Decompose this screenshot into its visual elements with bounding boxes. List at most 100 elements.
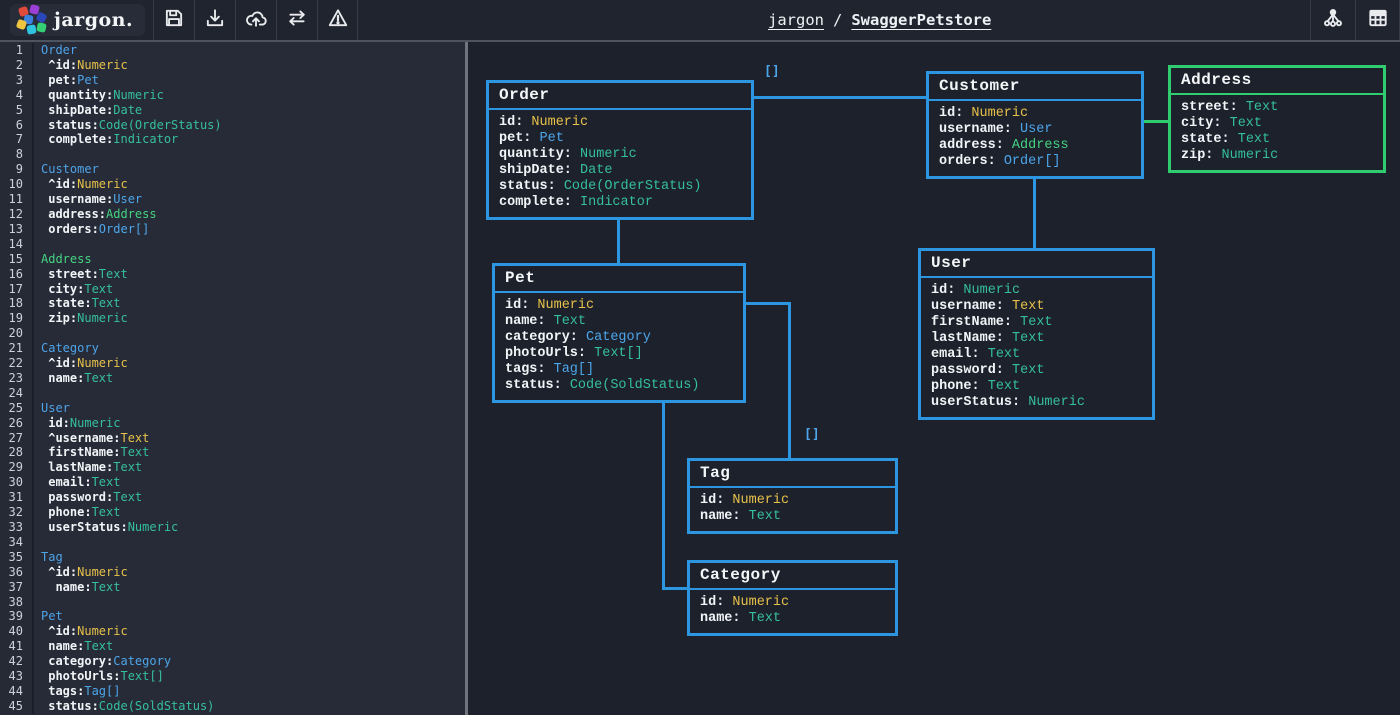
line-text: tags:Tag[] (41, 683, 121, 698)
code-line[interactable]: 27 ^username:Text (0, 430, 465, 446)
entity-header: User (921, 251, 1152, 278)
line-number: 27 (0, 430, 34, 446)
line-number: 35 (0, 549, 34, 565)
import-button[interactable] (194, 0, 235, 40)
code-line[interactable]: 37 name:Text (0, 579, 465, 595)
code-line[interactable]: 19 zip:Numeric (0, 311, 465, 327)
code-line[interactable]: 38 (0, 594, 465, 610)
code-line[interactable]: 22 ^id:Numeric (0, 356, 465, 371)
entity-field: tags: Tag[] (505, 362, 595, 377)
entity-field: state: Text (1181, 132, 1271, 147)
code-line[interactable]: 30 email:Text (0, 475, 465, 491)
entity-title: Order (499, 86, 550, 104)
line-number: 39 (0, 609, 34, 625)
code-line[interactable]: 31 password:Text (0, 490, 465, 506)
table-grid-button[interactable] (1355, 0, 1400, 40)
line-number: 25 (0, 400, 34, 416)
warnings-button[interactable] (317, 0, 359, 40)
code-line[interactable]: 29 lastName:Text (0, 460, 465, 476)
entity-field: category: Category (505, 330, 651, 345)
floppy-save-icon (163, 7, 185, 33)
code-line[interactable]: 5 shipDate:Date (0, 102, 465, 118)
entity-field: phone: Text (931, 379, 1021, 394)
home-button[interactable]: jargon. (10, 4, 146, 36)
code-line[interactable]: 13 orders:Order[] (0, 221, 465, 237)
code-line[interactable]: 26 id:Numeric (0, 415, 465, 431)
entity-title: Address (1181, 71, 1252, 89)
line-text: id:Numeric (41, 415, 121, 430)
entity-field: password: Text (931, 363, 1045, 378)
code-line[interactable]: 34 (0, 534, 465, 550)
save-button[interactable] (153, 0, 194, 40)
line-text (34, 535, 41, 550)
line-text: category:Category (41, 654, 172, 669)
code-line[interactable]: 43 photoUrls:Text[] (0, 669, 465, 684)
code-line[interactable]: 2 ^id:Numeric (0, 57, 465, 73)
breadcrumb-org-link[interactable]: jargon (768, 11, 824, 29)
entity-title: Category (700, 566, 781, 584)
line-number: 41 (0, 639, 34, 655)
code-line[interactable]: 20 (0, 326, 465, 342)
code-line[interactable]: 10 ^id:Numeric (0, 177, 465, 193)
code-line[interactable]: 17 city:Text (0, 281, 465, 297)
code-line[interactable]: 45 status:Code(SoldStatus) (0, 698, 465, 714)
breadcrumb-project-link[interactable]: SwaggerPetstore (851, 11, 992, 29)
code-line[interactable]: 41 name:Text (0, 639, 465, 655)
entity-header: Tag (690, 461, 895, 488)
code-line[interactable]: 42 category:Category (0, 654, 465, 670)
code-line[interactable]: 8 (0, 147, 465, 163)
line-number: 2 (0, 57, 34, 73)
code-line[interactable]: 16 street:Text (0, 266, 465, 282)
sync-button[interactable] (276, 0, 317, 40)
code-line[interactable]: 12 address:Address (0, 206, 465, 222)
code-line[interactable]: 11 username:User (0, 192, 465, 207)
code-line[interactable]: 4 quantity:Numeric (0, 87, 465, 103)
line-text: ^id:Numeric (41, 624, 128, 639)
code-line[interactable]: 40 ^id:Numeric (0, 624, 465, 640)
publish-button[interactable] (235, 0, 276, 40)
line-number: 18 (0, 296, 34, 312)
line-number: 17 (0, 281, 34, 297)
code-line[interactable]: 24 (0, 385, 465, 401)
panel-splitter[interactable] (465, 42, 468, 715)
code-line[interactable]: 36 ^id:Numeric (0, 564, 465, 580)
line-number: 33 (0, 520, 34, 535)
entity-field: name: Text (505, 314, 587, 329)
line-text: status:Code(OrderStatus) (41, 117, 222, 132)
line-text: username:User (41, 192, 143, 207)
line-number: 31 (0, 490, 34, 506)
line-text: state:Text (41, 296, 121, 311)
code-line[interactable]: 14 (0, 236, 465, 252)
code-line[interactable]: 18 state:Text (0, 296, 465, 312)
entity-field: photoUrls: Text[] (505, 346, 643, 361)
code-line[interactable]: 32 phone:Text (0, 505, 465, 520)
code-line[interactable]: 23 name:Text (0, 370, 465, 386)
entity-title: Customer (939, 77, 1020, 95)
code-line[interactable]: 7 complete:Indicator (0, 132, 465, 148)
line-number: 30 (0, 475, 34, 491)
code-line[interactable]: 3 pet:Pet (0, 72, 465, 88)
code-line[interactable]: 6 status:Code(OrderStatus) (0, 117, 465, 133)
array-cardinality-label: [] (764, 64, 780, 79)
code-line[interactable]: 44 tags:Tag[] (0, 683, 465, 699)
code-line[interactable]: 28 firstName:Text (0, 445, 465, 461)
diagram-view-button[interactable] (1310, 0, 1355, 40)
code-line[interactable]: 33 userStatus:Numeric (0, 520, 465, 535)
entity-field: pet: Pet (499, 131, 564, 146)
